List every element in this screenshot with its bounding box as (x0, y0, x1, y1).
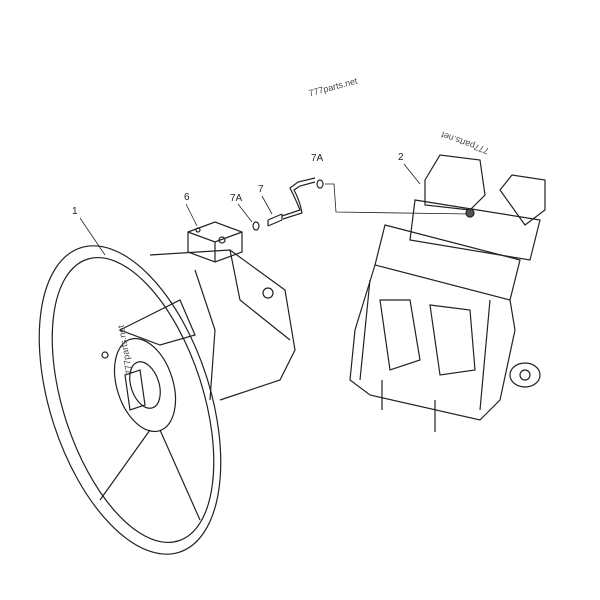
callout-6: 6 (184, 192, 190, 203)
callout-2: 2 (398, 152, 404, 163)
pump-assembly-1 (38, 245, 296, 555)
tube-7 (281, 177, 316, 220)
seal-7a-right (316, 179, 324, 189)
valve-block-6 (187, 221, 243, 263)
callout-7a-right: 7A (311, 153, 324, 164)
callout-7a-left: 7A (230, 193, 243, 204)
seal-7a-left (252, 221, 260, 231)
pump-assembly-2 (349, 154, 546, 432)
fitting-7 (267, 213, 283, 227)
callout-1: 1 (72, 206, 78, 217)
callout-7: 7 (258, 184, 264, 195)
